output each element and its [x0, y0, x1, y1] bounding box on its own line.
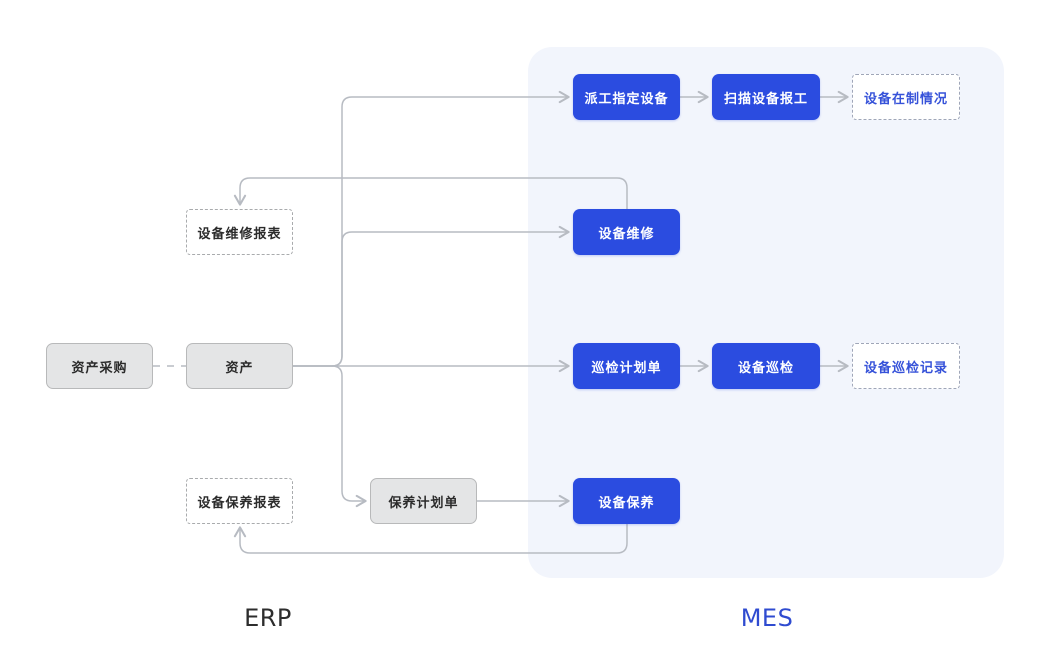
node-inspection-plan: 巡检计划单 [573, 343, 680, 389]
node-equipment-repair-report: 设备维修报表 [186, 209, 293, 255]
node-equipment-wip-status: 设备在制情况 [852, 74, 960, 120]
node-asset: 资产 [186, 343, 293, 389]
erp-zone-label: ERP [244, 604, 292, 632]
node-equipment-inspection: 设备巡检 [712, 343, 820, 389]
node-equipment-repair: 设备维修 [573, 209, 680, 255]
edge-asset-to-dispatch-assign-equipment [293, 90, 570, 367]
mes-zone-label: MES [740, 604, 794, 632]
edge-asset-to-equipment-repair [293, 225, 570, 367]
node-scan-equipment-report-work: 扫描设备报工 [712, 74, 820, 120]
edge-asset-to-maintenance-plan [293, 365, 367, 508]
node-dispatch-assign-equipment: 派工指定设备 [573, 74, 680, 120]
node-maintenance-plan: 保养计划单 [370, 478, 477, 524]
node-equipment-maintenance-report: 设备保养报表 [186, 478, 293, 524]
node-equipment-maintenance: 设备保养 [573, 478, 680, 524]
node-equipment-inspection-record: 设备巡检记录 [852, 343, 960, 389]
node-asset-purchase: 资产采购 [46, 343, 153, 389]
